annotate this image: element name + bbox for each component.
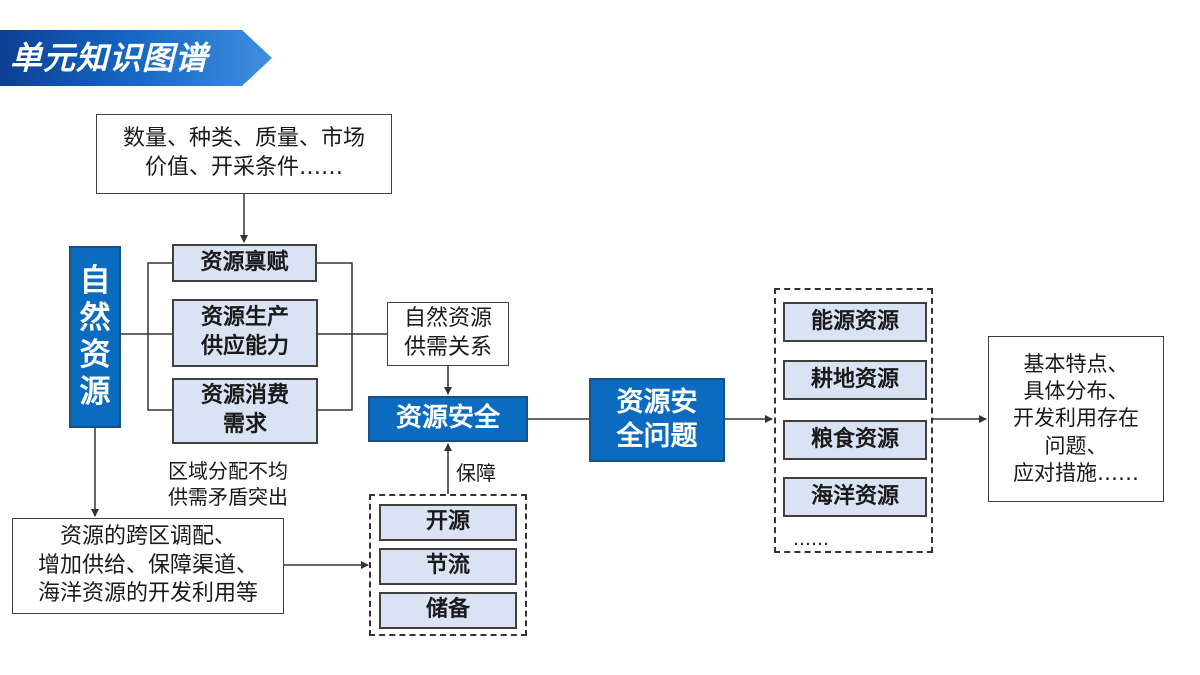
etc-label: ……: [793, 529, 829, 550]
page-title: 单元知识图谱: [10, 39, 209, 77]
resource-types-group: [774, 288, 933, 553]
supply-demand-box: 自然资源 供需关系: [387, 302, 509, 366]
save-flow-box: 节流: [379, 548, 517, 585]
open-source-box: 开源: [379, 504, 517, 541]
grain-box: 粮食资源: [783, 420, 927, 460]
guarantee-label: 保障: [456, 461, 496, 485]
left-bracket: [147, 262, 172, 411]
approaches-group: [369, 494, 527, 636]
security-issues-box: 资源安 全问题: [589, 378, 725, 462]
consumption-box: 资源消费 需求: [172, 378, 318, 444]
regional-note: 区域分配不均 供需矛盾突出: [168, 459, 288, 509]
measures-box: 资源的跨区调配、 增加供给、保障渠道、 海洋资源的开发利用等: [12, 518, 284, 614]
natural-resources-box: 自 然 资 源: [69, 246, 121, 428]
production-box: 资源生产 供应能力: [172, 299, 318, 367]
energy-box: 能源资源: [783, 302, 927, 342]
security-box: 资源安全: [368, 396, 528, 442]
farmland-box: 耕地资源: [783, 360, 927, 400]
endowment-box: 资源禀赋: [172, 244, 317, 282]
header-banner: [0, 30, 272, 86]
features-box: 基本特点、 具体分布、 开发利用存在 问题、 应对措施……: [988, 336, 1164, 502]
right-bracket: [317, 262, 353, 411]
ocean-box: 海洋资源: [783, 477, 927, 517]
attributes-box: 数量、种类、质量、市场 价值、开采条件……: [96, 114, 392, 194]
reserve-box: 储备: [379, 592, 517, 629]
